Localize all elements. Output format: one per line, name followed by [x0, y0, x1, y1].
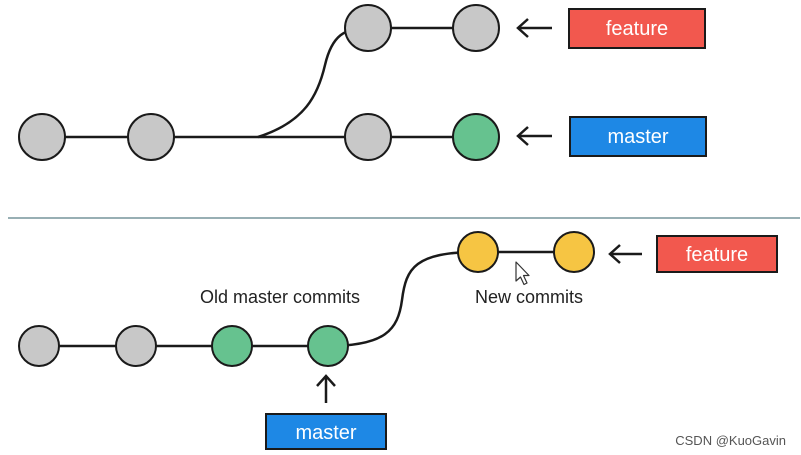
top-diagram: feature master	[18, 4, 707, 161]
bottom-rebase-curve	[327, 250, 479, 348]
bottom-feature-label: feature	[656, 235, 778, 273]
bottom-commit-2	[115, 325, 157, 367]
top-master-label-text: master	[607, 126, 668, 148]
top-feature-arrow-icon	[516, 18, 552, 38]
bottom-master-label: master	[265, 413, 387, 450]
top-commit-master-3	[344, 113, 392, 161]
bottom-old-master-commit-2	[307, 325, 349, 367]
top-commit-master-head	[452, 113, 500, 161]
bottom-diagram: Old master commits New commits feature m…	[18, 231, 778, 450]
bottom-old-master-commit-1	[211, 325, 253, 367]
bottom-feature-label-text: feature	[686, 244, 748, 266]
top-commit-feature-1	[344, 4, 392, 52]
bottom-master-arrow-icon	[316, 374, 336, 403]
mouse-cursor-icon	[515, 261, 530, 286]
bottom-new-commit-1	[457, 231, 499, 273]
new-commits-caption: New commits	[475, 287, 583, 307]
top-feature-label: feature	[568, 8, 706, 49]
bottom-new-commit-2	[553, 231, 595, 273]
top-feature-label-text: feature	[606, 18, 668, 40]
old-master-commits-caption: Old master commits	[200, 287, 360, 307]
top-commit-1	[18, 113, 66, 161]
top-master-arrow-icon	[516, 126, 552, 146]
watermark: CSDN @KuoGavin	[675, 433, 786, 448]
bottom-commit-1	[18, 325, 60, 367]
top-commit-feature-head	[452, 4, 500, 52]
top-commit-2	[127, 113, 175, 161]
bottom-feature-arrow-icon	[608, 244, 642, 264]
bottom-master-label-text: master	[295, 422, 356, 444]
top-master-label: master	[569, 116, 707, 157]
